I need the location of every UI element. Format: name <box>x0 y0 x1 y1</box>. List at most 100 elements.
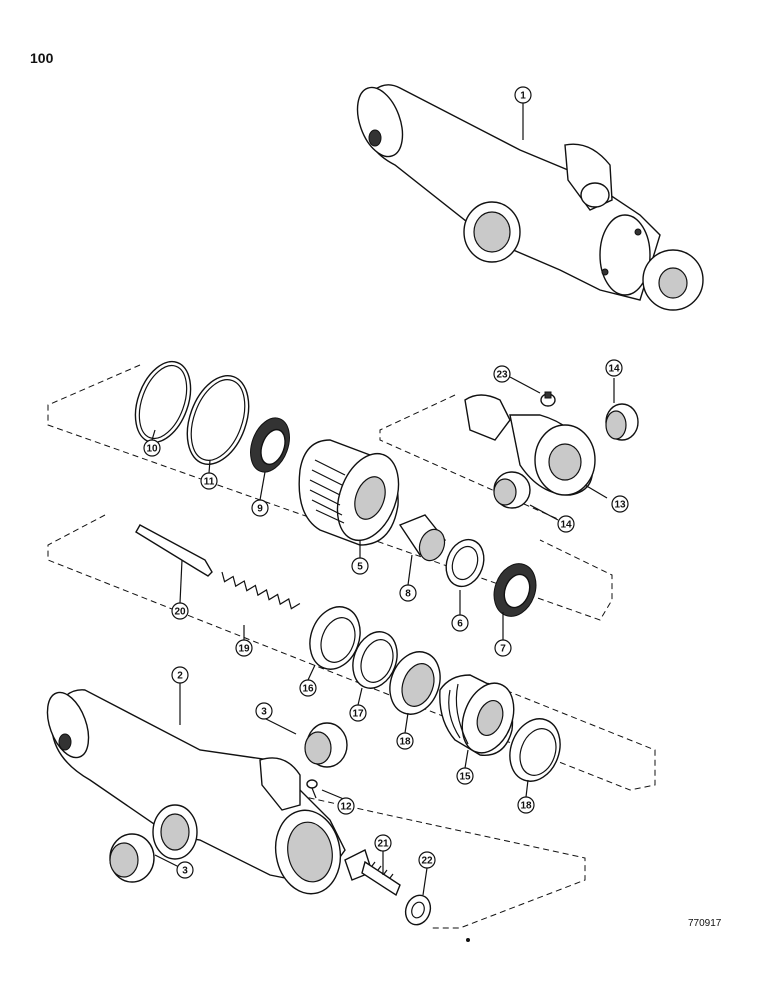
group-outline-seals <box>47 364 613 621</box>
part-6-ring <box>445 538 485 588</box>
callout-label: 16 <box>302 684 314 695</box>
group-outline-piston <box>47 514 656 791</box>
callout-bubble <box>494 639 512 657</box>
callout-11: 11 <box>200 472 218 490</box>
callout-bubble <box>611 495 629 513</box>
part-13-rod-eye <box>464 394 596 496</box>
callout-bubble <box>143 439 161 457</box>
part-2-barrel <box>46 689 346 895</box>
callout-bubble <box>251 499 269 517</box>
callout-23: 23 <box>493 365 511 383</box>
callout-label: 12 <box>340 802 352 813</box>
callout-label: 7 <box>500 644 506 655</box>
callout-label: 10 <box>146 444 158 455</box>
callout-label: 5 <box>357 562 363 573</box>
callout-label: 15 <box>459 772 471 783</box>
callout-bubble <box>399 584 417 602</box>
part-5-gland <box>298 439 400 546</box>
callout-label: 8 <box>405 589 411 600</box>
callout-bubble <box>337 797 355 815</box>
part-22-washer <box>404 894 432 926</box>
callout-21: 21 <box>374 834 392 852</box>
callout-label: 17 <box>352 709 364 720</box>
callout-label: 18 <box>399 737 411 748</box>
part-3-bushing-lower <box>109 833 155 883</box>
callout-label: 11 <box>204 477 215 488</box>
callout-label: 2 <box>177 671 183 682</box>
callout-bubble <box>235 639 253 657</box>
callout-label: 3 <box>261 707 267 718</box>
part-18-ring-lower <box>509 718 561 782</box>
callout-bubble <box>418 851 436 869</box>
callout-label: 20 <box>174 607 186 618</box>
group-outline-barrel <box>249 784 586 929</box>
callout-14: 14 <box>557 515 575 533</box>
callout-label: 18 <box>520 801 532 812</box>
page-number: 100 <box>30 50 54 66</box>
callout-19: 19 <box>235 639 253 657</box>
callout-label: 9 <box>257 504 263 515</box>
part-17-ring <box>352 631 398 689</box>
callout-16: 16 <box>299 679 317 697</box>
callout-15: 15 <box>456 767 474 785</box>
callout-bubble <box>396 732 414 750</box>
part-23-grease-fitting <box>540 391 556 407</box>
callout-7: 7 <box>494 639 512 657</box>
callout-layer: 1233567891011121314141516171818192021222… <box>143 86 629 879</box>
callout-3: 3 <box>176 861 194 879</box>
callout-bubble <box>176 861 194 879</box>
callout-label: 3 <box>182 866 188 877</box>
part-20-pin <box>135 524 213 577</box>
callout-1: 1 <box>514 86 532 104</box>
callout-bubble <box>493 365 511 383</box>
callout-bubble <box>456 767 474 785</box>
callout-bubble <box>557 515 575 533</box>
callout-13: 13 <box>611 495 629 513</box>
part-14-bushing-upper <box>605 403 639 441</box>
part-21-bolt <box>344 849 401 897</box>
callout-20: 20 <box>171 602 189 620</box>
callout-10: 10 <box>143 439 161 457</box>
callout-label: 14 <box>560 520 572 531</box>
callout-label: 21 <box>377 839 389 850</box>
callout-6: 6 <box>451 614 469 632</box>
callout-bubble <box>351 557 369 575</box>
assembled-cylinder <box>356 84 704 311</box>
callout-label: 22 <box>421 856 433 867</box>
callout-bubble <box>517 796 535 814</box>
callout-bubble <box>374 834 392 852</box>
callout-label: 1 <box>520 91 526 102</box>
part-3-bushing-upper <box>304 722 348 768</box>
leader-lines <box>151 103 615 896</box>
part-12-screw <box>306 779 318 799</box>
callout-bubble <box>255 702 273 720</box>
callout-2: 2 <box>171 666 189 684</box>
callout-14: 14 <box>605 359 623 377</box>
callout-bubble <box>200 472 218 490</box>
part-15-piston <box>439 674 515 756</box>
part-19-spring <box>221 571 301 610</box>
callout-bubble <box>171 602 189 620</box>
callout-18: 18 <box>517 796 535 814</box>
drawing-code: 770917 <box>688 918 722 929</box>
callout-5: 5 <box>351 557 369 575</box>
print-dot <box>466 938 470 942</box>
callout-bubble <box>299 679 317 697</box>
callout-bubble <box>605 359 623 377</box>
callout-bubble <box>171 666 189 684</box>
callout-label: 14 <box>608 364 620 375</box>
callout-bubble <box>349 704 367 722</box>
callout-bubble <box>514 86 532 104</box>
part-14-bushing-lower <box>493 471 531 509</box>
group-outline-rod-eye <box>379 394 561 521</box>
part-8-bushing <box>398 514 447 562</box>
callout-label: 6 <box>457 619 463 630</box>
callout-8: 8 <box>399 584 417 602</box>
callout-bubble <box>451 614 469 632</box>
callout-label: 19 <box>238 644 250 655</box>
callout-12: 12 <box>337 797 355 815</box>
callout-22: 22 <box>418 851 436 869</box>
callout-18: 18 <box>396 732 414 750</box>
callout-label: 13 <box>614 500 626 511</box>
